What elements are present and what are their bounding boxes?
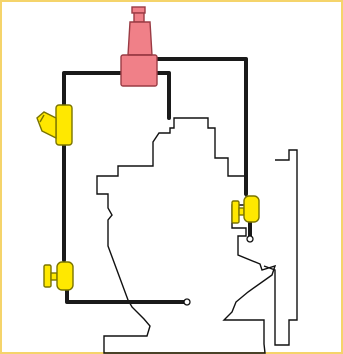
- control-piping: [62, 57, 252, 304]
- pilot-body: [120, 54, 158, 87]
- ball-valve-stem: [50, 272, 58, 281]
- pilot-spring-housing: [127, 21, 153, 56]
- ball-valve-body: [243, 195, 260, 223]
- upstream-ball-valve-icon[interactable]: [43, 261, 74, 291]
- ball-valve-handle: [43, 264, 52, 288]
- ball-valve-stem: [238, 207, 245, 216]
- pilot-cap: [131, 6, 146, 14]
- downstream-ball-valve-icon[interactable]: [231, 195, 260, 224]
- pressure-reducing-pilot-icon[interactable]: [120, 6, 158, 87]
- strainer-detail-line: [39, 114, 45, 123]
- inlet-port-connection[interactable]: [183, 298, 191, 306]
- y-strainer-icon[interactable]: [36, 104, 73, 146]
- ball-valve-body: [56, 261, 74, 291]
- pilot-stem: [133, 12, 145, 23]
- pipe-upstream: [62, 71, 188, 304]
- main-valve-body: [96, 117, 298, 354]
- strainer-body: [55, 104, 73, 146]
- outlet-port-connection[interactable]: [246, 235, 254, 243]
- ball-valve-handle: [231, 200, 240, 224]
- outlet-flange-outline: [263, 149, 298, 346]
- strainer-screen-leg: [36, 111, 57, 140]
